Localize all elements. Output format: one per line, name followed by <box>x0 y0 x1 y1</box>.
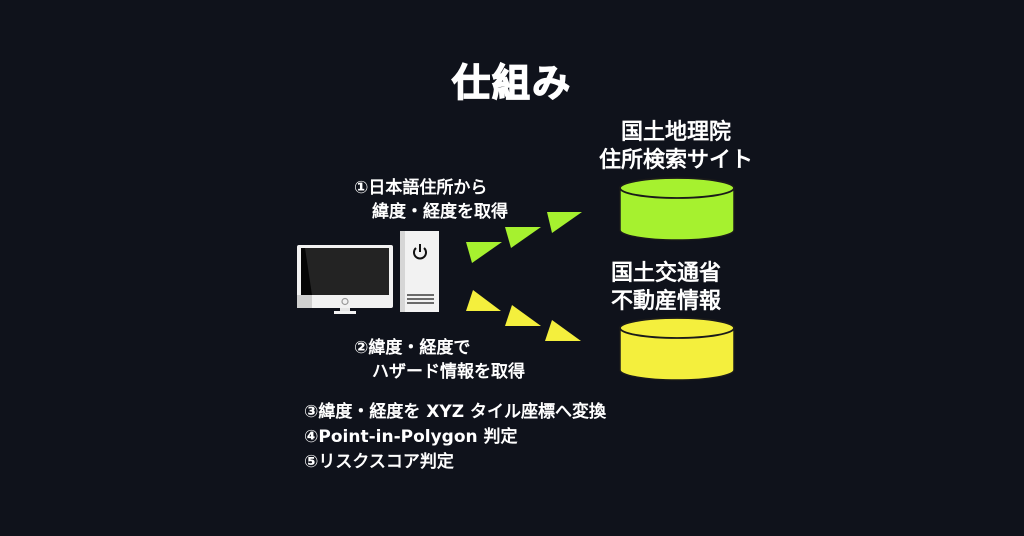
pc-tower-icon <box>399 230 441 314</box>
step-2-label: ②緯度・経度で ハザード情報を取得 <box>354 336 525 384</box>
green-arrow-icon <box>505 227 541 248</box>
mlit-label-line1: 国土交通省 <box>610 261 721 286</box>
process-step-5: ⑤リスクスコア判定 <box>304 452 454 472</box>
green-arrow-icon <box>466 242 502 263</box>
gsi-label-line2: 住所検索サイト <box>598 148 753 173</box>
process-steps-list: ③緯度・経度を XYZ タイル座標へ変換 ④Point-in-Polygon 判… <box>304 400 606 475</box>
yellow-arrow-icon <box>545 320 581 341</box>
power-icon <box>413 244 427 260</box>
step-2-line2: ハザード情報を取得 <box>372 362 525 382</box>
gsi-database-label: 国土地理院 住所検索サイト <box>586 119 766 175</box>
step-2-line1: ②緯度・経度で <box>354 338 471 358</box>
yellow-arrow-icon <box>505 305 541 326</box>
step-1-line2: 緯度・経度を取得 <box>372 202 508 222</box>
step-1-label: ①日本語住所から 緯度・経度を取得 <box>354 176 508 224</box>
page-title: 仕組み <box>451 60 572 106</box>
desktop-monitor-icon <box>296 244 396 316</box>
process-step-3: ③緯度・経度を XYZ タイル座標へ変換 <box>304 402 606 422</box>
gsi-label-line1: 国土地理院 <box>620 120 731 145</box>
process-step-4: ④Point-in-Polygon 判定 <box>304 427 518 447</box>
gsi-database-icon <box>618 176 736 244</box>
mlit-label-line2: 不動産情報 <box>610 289 721 314</box>
mlit-database-label: 国土交通省 不動産情報 <box>586 260 746 316</box>
step-1-line1: ①日本語住所から <box>354 178 488 198</box>
yellow-arrow-icon <box>466 290 501 311</box>
green-arrow-icon <box>547 212 582 233</box>
mlit-database-icon <box>618 316 736 384</box>
